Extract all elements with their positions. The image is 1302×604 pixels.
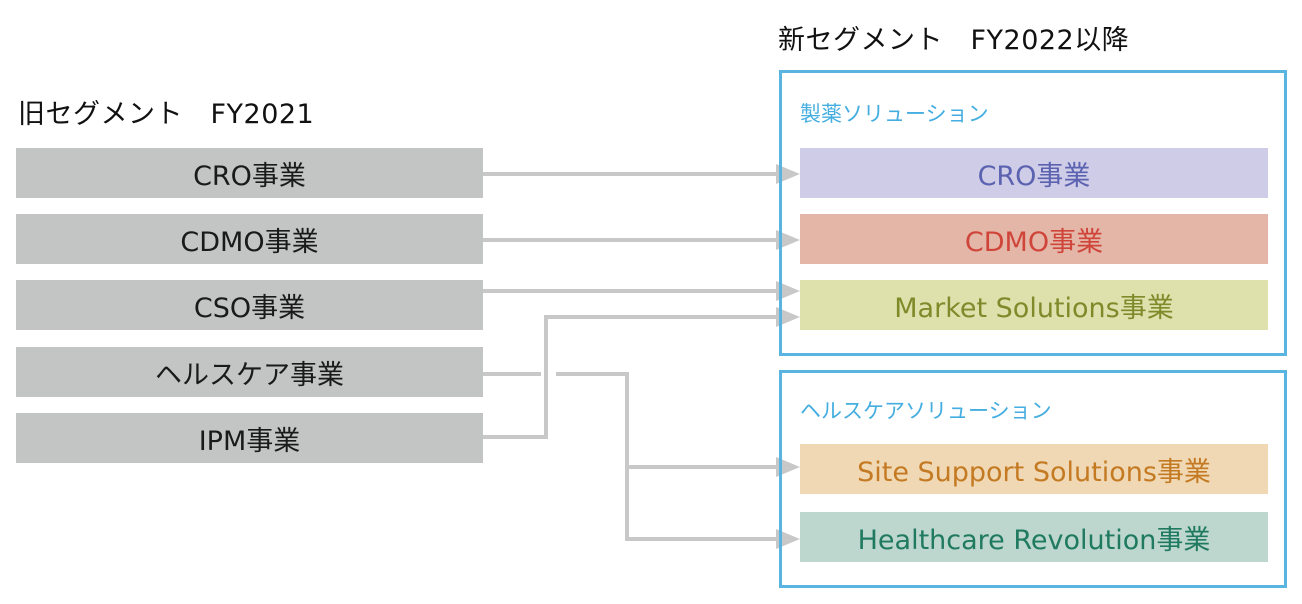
arrowhead-ipm — [776, 307, 800, 327]
new-item-market-solutions: Market Solutions事業 — [800, 280, 1268, 330]
arrow-ipm — [483, 315, 778, 439]
arrow-healthcare-hr — [625, 467, 778, 541]
arrowhead-cro — [776, 164, 800, 184]
new-item-cro-label: CRO事業 — [977, 160, 1091, 192]
group-frame-healthcare — [779, 370, 1287, 588]
new-item-healthcare-revolution: Healthcare Revolution事業 — [800, 512, 1268, 562]
group-title-pharma: 製薬ソリューション — [800, 102, 989, 126]
old-item-cso: CSO事業 — [16, 280, 483, 330]
new-item-site-support-label: Site Support Solutions事業 — [857, 456, 1211, 488]
arrowhead-cdmo — [776, 230, 800, 250]
new-item-market-solutions-label: Market Solutions事業 — [894, 292, 1174, 324]
new-item-cdmo-label: CDMO事業 — [964, 226, 1104, 258]
new-segment-heading: 新セグメント FY2022以降 — [778, 25, 1130, 56]
new-item-site-support: Site Support Solutions事業 — [800, 444, 1268, 494]
old-item-cro: CRO事業 — [16, 148, 483, 198]
old-item-ipm: IPM事業 — [16, 413, 483, 463]
new-item-cdmo: CDMO事業 — [800, 214, 1268, 264]
group-frame-pharma — [779, 70, 1287, 356]
group-title-healthcare: ヘルスケアソリューション — [800, 399, 1052, 423]
arrowhead-cso — [776, 281, 800, 301]
old-segment-heading: 旧セグメント FY2021 — [18, 99, 315, 130]
old-item-cdmo: CDMO事業 — [16, 214, 483, 264]
arrowhead-hr — [776, 529, 800, 549]
new-item-cro: CRO事業 — [800, 148, 1268, 198]
old-item-healthcare: ヘルスケア事業 — [16, 347, 483, 397]
new-item-healthcare-revolution-label: Healthcare Revolution事業 — [857, 524, 1211, 556]
arrow-healthcare-ss — [556, 372, 778, 469]
arrowhead-ss — [776, 457, 800, 477]
